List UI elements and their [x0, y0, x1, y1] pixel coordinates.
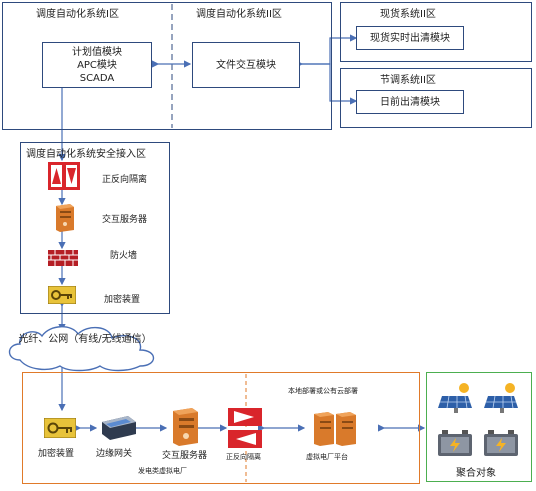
- file-dayahead-link: [302, 63, 358, 105]
- plan-module-line3: SCADA: [79, 72, 115, 84]
- gateway-icon: [102, 416, 136, 440]
- secure-zone: [20, 142, 170, 314]
- isolation-label: 正反向隔离: [102, 175, 148, 185]
- spot-zone: [340, 2, 532, 62]
- deploy-label: 本地部署或公有云部署: [288, 387, 358, 395]
- firewall-label: 防火墙: [110, 251, 138, 261]
- gateway-label: 边缘网关: [96, 449, 133, 459]
- cloud-icon: [8, 326, 155, 372]
- peak-zone-title: 节调系统II区: [380, 75, 436, 86]
- day-ahead-label: 日前出清模块: [380, 96, 440, 108]
- bottom-isolation-icon: [228, 408, 262, 448]
- network-label: 光纤、公网（有线/无线通信）: [18, 334, 152, 345]
- vpp-server-icon: [314, 412, 356, 446]
- bottom-isolation-label: 正反向隔离: [226, 453, 261, 461]
- solar-panel-icon: [438, 383, 472, 413]
- plant-label: 发电类虚拟电厂: [138, 467, 187, 475]
- plan-module: 计划值模块 APC模块 SCADA: [42, 42, 152, 88]
- plant-zone: [22, 372, 420, 484]
- aggregate-zone: [426, 372, 532, 482]
- battery-icon: [484, 430, 518, 456]
- isolation-icon: [48, 162, 80, 190]
- day-ahead-module: 日前出清模块: [356, 90, 464, 114]
- server-icon: [56, 204, 74, 232]
- zone2-title: 调度自动化系统II区: [196, 9, 282, 20]
- encrypt-label: 加密装置: [104, 295, 141, 305]
- secure-zone-title: 调度自动化系统安全接入区: [26, 149, 146, 160]
- dispatch-zone-frame: [2, 2, 332, 130]
- file-module-label: 文件交互模块: [216, 59, 276, 71]
- bottom-key-icon: [44, 418, 76, 438]
- firewall-icon: [48, 250, 78, 266]
- zone1-title: 调度自动化系统I区: [36, 9, 119, 20]
- bottom-encrypt-label: 加密装置: [38, 449, 75, 459]
- bottom-server-icon: [173, 408, 198, 446]
- key-icon: [48, 286, 76, 304]
- battery-icon: [438, 430, 472, 456]
- plan-module-line2: APC模块: [77, 59, 117, 71]
- bottom-server-label: 交互服务器: [162, 451, 208, 461]
- spot-clear-module: 现货实时出清模块: [356, 26, 464, 50]
- solar-panel-icon: [484, 383, 518, 413]
- server-label: 交互服务器: [102, 215, 148, 225]
- peak-zone: [340, 68, 532, 128]
- file-module: 文件交互模块: [192, 42, 300, 88]
- vpp-label: 虚拟电厂平台: [306, 453, 348, 461]
- spot-clear-label: 现货实时出清模块: [370, 32, 450, 44]
- aggregate-label: 聚合对象: [456, 468, 496, 479]
- plan-module-line1: 计划值模块: [72, 46, 122, 58]
- spot-zone-title: 现货系统II区: [380, 9, 436, 20]
